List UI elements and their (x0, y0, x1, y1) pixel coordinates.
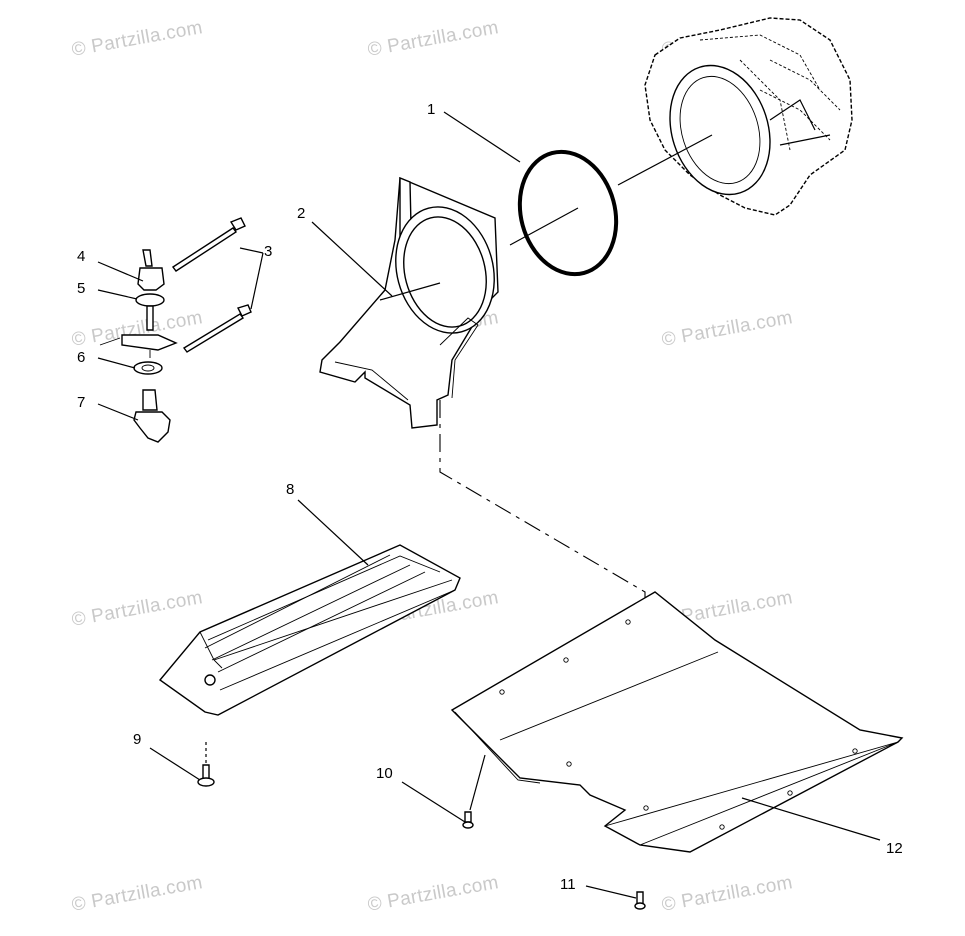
callout-7: 7 (77, 394, 86, 411)
bolt-11 (634, 891, 646, 910)
callout-10: 10 (376, 765, 393, 782)
bolt-9 (197, 764, 215, 787)
screws (171, 217, 252, 353)
bolt-10-line (469, 754, 486, 811)
callout-12: 12 (886, 840, 903, 857)
center-line (509, 207, 579, 246)
ride-plate (450, 591, 904, 853)
callout-6: 6 (77, 349, 86, 366)
callout-1: 1 (427, 101, 436, 118)
bolt-10 (462, 811, 474, 829)
center-line (617, 134, 713, 186)
leader-lines (97, 111, 881, 899)
intake-housing (319, 176, 499, 429)
wear-plate (158, 544, 461, 716)
fitting-stack (99, 249, 178, 443)
callout-5: 5 (77, 280, 86, 297)
o-ring (517, 149, 619, 277)
callout-8: 8 (286, 481, 295, 498)
callout-3: 3 (264, 243, 273, 260)
callout-2: 2 (297, 205, 306, 222)
pump-housing (644, 17, 853, 216)
callout-11: 11 (560, 876, 576, 893)
callout-9: 9 (133, 731, 142, 748)
callout-4: 4 (77, 248, 86, 265)
